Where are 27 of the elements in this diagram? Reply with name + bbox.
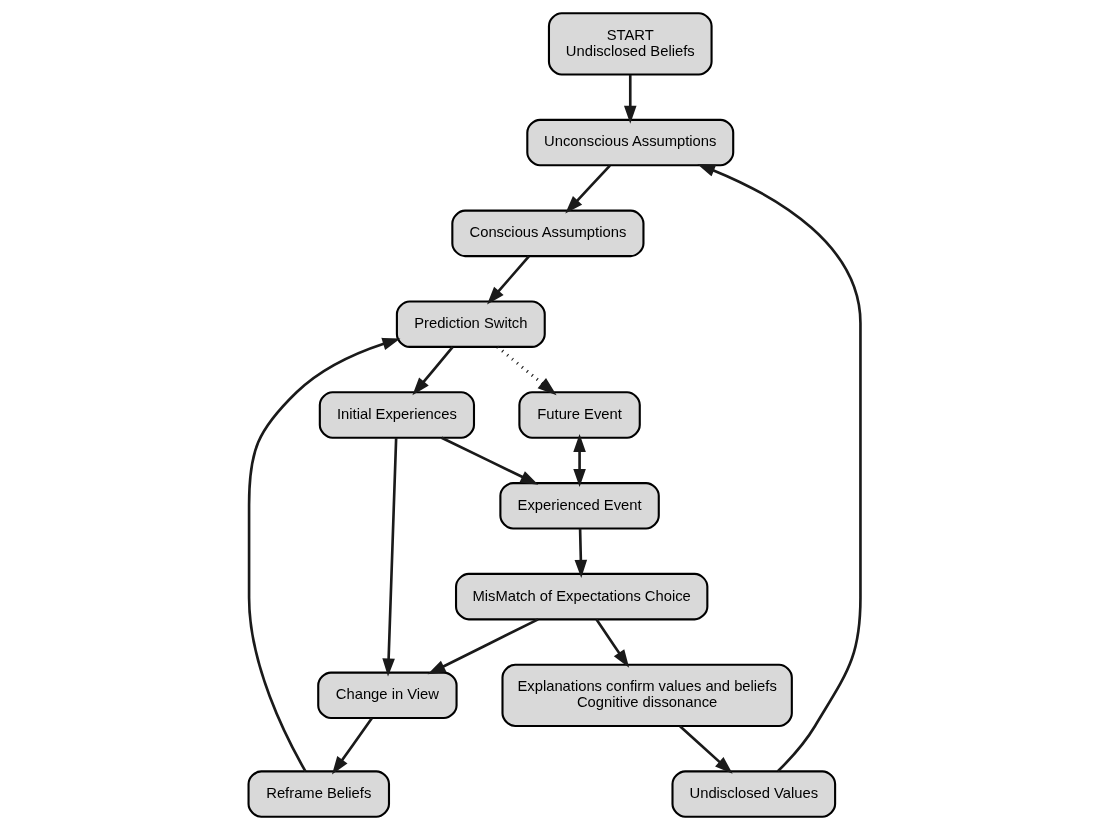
node-box: Initial Experiences <box>318 390 476 439</box>
arrow <box>574 528 588 578</box>
arrow <box>697 163 862 772</box>
node-box: START Undisclosed Beliefs <box>547 11 713 76</box>
node-box: Explanations confirm values and beliefs Cognitive dissonance <box>501 663 793 727</box>
arrow <box>412 345 454 395</box>
node-box: Reframe Beliefs <box>247 769 391 818</box>
node-box: Conscious Assumptions <box>451 209 645 257</box>
arrow <box>679 724 733 774</box>
arrow <box>496 345 557 395</box>
node-box: Undisclosed Values <box>671 769 837 818</box>
arrow <box>247 337 401 772</box>
arrow <box>382 437 398 677</box>
arrow <box>427 617 539 674</box>
arrow <box>487 255 530 304</box>
arrow <box>331 717 373 774</box>
node-box: Prediction Switch <box>395 299 546 348</box>
arrow <box>565 164 611 214</box>
node-box: Future Event <box>518 390 641 439</box>
node-box: Experienced Event <box>499 481 660 530</box>
arrow <box>623 74 637 124</box>
node-box: Change in View <box>317 671 458 719</box>
node-box: Unconscious Assumptions <box>526 118 735 166</box>
arrow <box>441 436 539 485</box>
arrow <box>595 618 630 668</box>
node-box: MisMatch of Expectations Choice <box>455 572 709 620</box>
arrow <box>573 433 586 487</box>
